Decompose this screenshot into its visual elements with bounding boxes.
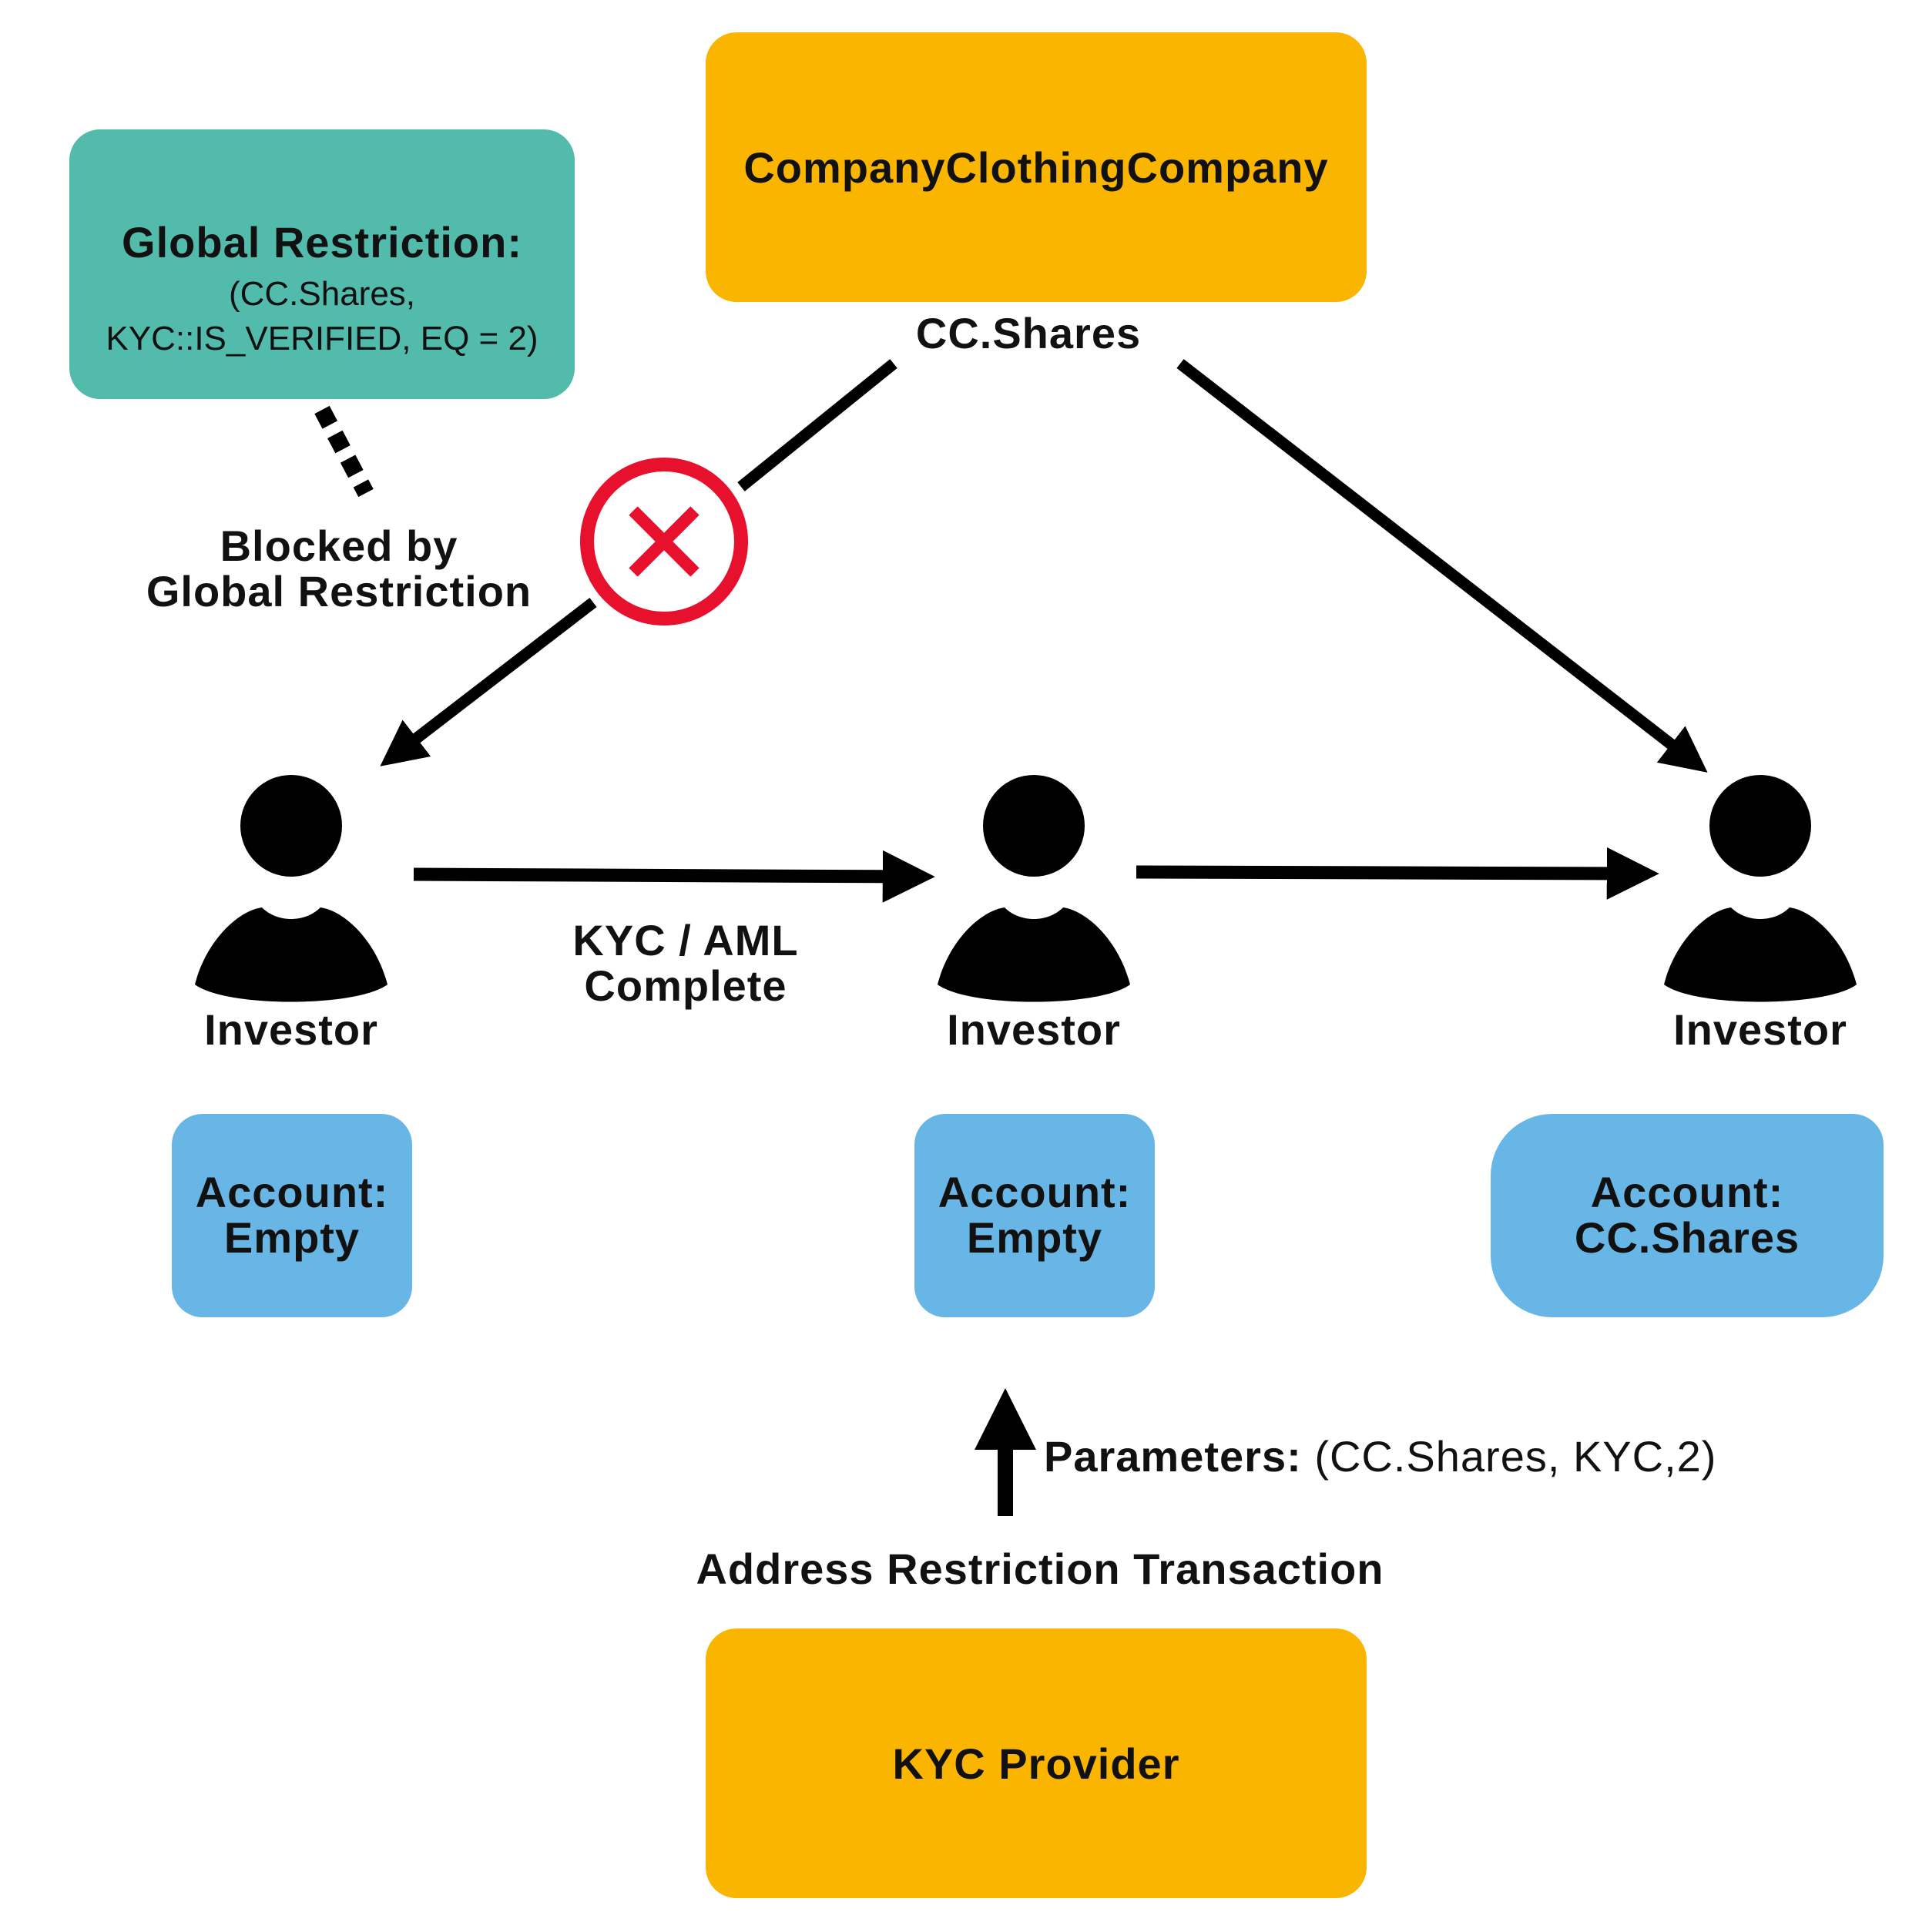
account-box: Account: Empty xyxy=(172,1114,412,1317)
kyc-aml-line1: KYC / AML xyxy=(572,916,799,964)
global-restriction-line1: (CC.Shares, xyxy=(228,274,416,313)
account-box: Account: CC.Shares xyxy=(1491,1114,1884,1317)
token-label: CC.Shares xyxy=(915,309,1142,357)
person-icon xyxy=(195,775,387,1002)
blocked-x-icon xyxy=(580,458,748,626)
person-icon xyxy=(938,775,1130,1002)
account-title: Account: xyxy=(1590,1168,1784,1217)
account-title: Account: xyxy=(195,1168,389,1217)
investor-label: Investor xyxy=(1673,1005,1847,1054)
global-restriction-box: Global Restriction: (CC.Shares, KYC::IS_… xyxy=(69,129,575,399)
account-title: Account: xyxy=(938,1168,1132,1217)
investor-label: Investor xyxy=(947,1005,1121,1054)
account-value: Empty xyxy=(966,1213,1103,1262)
global-restriction-line2: KYC::IS_VERIFIED, EQ = 2) xyxy=(106,319,538,357)
company-name: CompanyClothingCompany xyxy=(743,143,1329,192)
arrow-middle-to-right-investor xyxy=(1136,847,1659,900)
blocked-label: Blocked by Global Restriction xyxy=(92,522,585,615)
account-value: Empty xyxy=(223,1213,361,1262)
global-restriction-title: Global Restriction: xyxy=(122,217,522,267)
blocked-label-line2: Global Restriction xyxy=(146,566,532,615)
parameters-label: Parameters: (CC.Shares, KYC,2) xyxy=(1044,1434,1814,1480)
company-box: CompanyClothingCompany xyxy=(706,32,1367,302)
arrow-company-to-right-investor xyxy=(1176,359,1708,773)
arrow-left-to-middle-investor xyxy=(413,850,935,903)
kyc-provider-box: KYC Provider xyxy=(706,1628,1367,1898)
person-icon xyxy=(1664,775,1857,1002)
kyc-aml-line2: Complete xyxy=(584,961,787,1010)
blocked-label-line1: Blocked by xyxy=(220,522,458,570)
transaction-label: Address Restriction Transaction xyxy=(696,1545,1384,1593)
parameters-title: Parameters: xyxy=(1044,1432,1302,1481)
arrow-company-to-left-investor xyxy=(380,598,597,766)
account-box: Account: Empty xyxy=(914,1114,1155,1317)
investor-label: Investor xyxy=(204,1005,378,1054)
parameters-value: (CC.Shares, KYC,2) xyxy=(1314,1432,1717,1481)
kyc-aml-label: KYC / AML Complete xyxy=(493,916,878,1010)
arrow-company-to-left-upper xyxy=(737,359,897,491)
account-value: CC.Shares xyxy=(1574,1213,1800,1262)
kyc-provider-name: KYC Provider xyxy=(892,1739,1180,1788)
dashed-connector-restriction xyxy=(314,405,374,498)
